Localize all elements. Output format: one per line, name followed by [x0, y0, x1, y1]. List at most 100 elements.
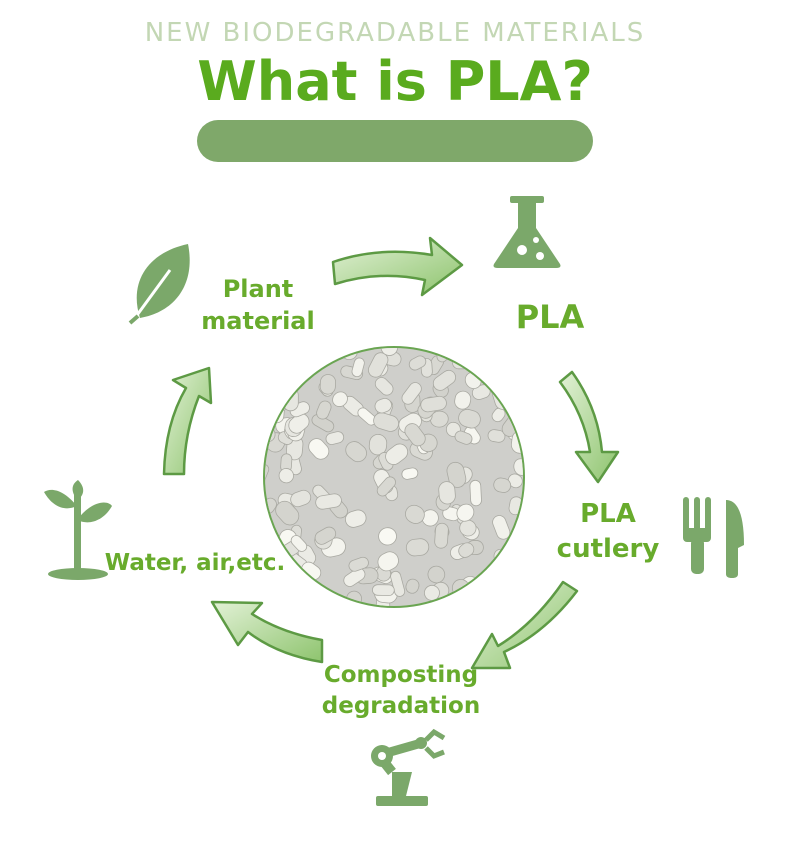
pellet	[376, 476, 396, 497]
pellet	[319, 374, 337, 395]
subtitle: NEW BIODEGRADABLE MATERIALS	[144, 18, 646, 48]
pellet	[510, 572, 523, 590]
pellet	[290, 535, 308, 552]
label-cutlery-line2: cutlery	[556, 534, 660, 565]
pellet	[308, 438, 330, 460]
cutlery-icon	[683, 497, 744, 578]
pellet	[496, 589, 514, 606]
label-compost-line1: Composting	[323, 662, 479, 688]
pellet	[427, 565, 446, 584]
pellet	[401, 382, 422, 405]
pellet	[372, 584, 395, 596]
label-cutlery-line1: PLA	[580, 499, 636, 529]
pellet	[492, 363, 508, 383]
pellet	[405, 578, 420, 594]
pellet	[511, 384, 523, 399]
pellet	[377, 551, 399, 572]
pellet	[316, 400, 332, 420]
label-pla: PLA	[515, 298, 585, 336]
pellet	[332, 391, 348, 407]
pellet	[492, 367, 516, 385]
pellet	[459, 519, 477, 537]
pellet	[273, 367, 291, 381]
pellet	[374, 397, 392, 414]
pellet	[288, 413, 310, 434]
pellet	[373, 412, 399, 432]
pellet	[438, 481, 456, 505]
pellet	[405, 504, 425, 524]
pellet	[454, 390, 472, 410]
pellet	[348, 556, 369, 572]
pellet	[374, 377, 394, 396]
pellet	[446, 461, 467, 488]
pellet	[275, 500, 300, 526]
pellet	[368, 434, 388, 456]
pellet	[275, 356, 293, 370]
pellet	[278, 468, 294, 484]
arrow-cutlery-to-compost	[470, 580, 579, 670]
pellet	[401, 467, 419, 480]
label-compost-line2: degradation	[321, 693, 481, 720]
pellet	[513, 458, 523, 476]
label-plant-line1: Plant	[222, 275, 294, 303]
page-title: What is PLA?	[197, 50, 593, 113]
leaf-icon	[128, 244, 190, 325]
pellet	[458, 542, 475, 558]
pellet	[265, 392, 279, 411]
pellet	[430, 410, 449, 428]
title-underline-bar	[197, 120, 593, 162]
pellet	[281, 348, 299, 358]
sprout-icon	[44, 480, 112, 580]
pellet	[434, 522, 449, 549]
pellet	[477, 348, 495, 362]
pellet	[420, 395, 447, 413]
pellet	[436, 348, 455, 363]
pellet	[456, 503, 475, 522]
label-water-air: Water, air,etc.	[104, 550, 286, 576]
pellet	[273, 348, 294, 361]
pellet	[274, 580, 292, 599]
label-composting-degradation: Composting degradation	[308, 660, 494, 722]
pellet	[265, 463, 270, 484]
pellet	[314, 526, 337, 545]
pellet	[290, 489, 312, 508]
label-plant-material: Plant material	[188, 273, 328, 338]
pellet	[286, 348, 308, 360]
pellet	[265, 383, 276, 403]
arrow-plant-to-pla	[331, 236, 464, 297]
pellet	[325, 431, 345, 445]
pellet	[378, 527, 397, 546]
pellet	[507, 473, 523, 489]
pellet	[486, 585, 506, 605]
pellet	[404, 423, 426, 447]
pellet	[343, 567, 366, 587]
pellet	[277, 354, 303, 370]
pellet	[454, 430, 473, 445]
pellet	[458, 408, 481, 429]
pellet	[432, 369, 457, 391]
pellet	[511, 354, 523, 380]
pellet	[351, 357, 365, 378]
pellet	[475, 587, 493, 606]
pellet	[345, 441, 367, 463]
pellet	[492, 515, 511, 540]
pellet	[380, 348, 398, 356]
pellet	[487, 429, 506, 443]
flask-icon	[493, 196, 561, 268]
pellet	[345, 509, 367, 528]
arrow-pla-to-cutlery	[558, 370, 620, 484]
pellet	[385, 443, 409, 465]
pellet	[405, 538, 430, 557]
arrow-water-to-plant	[162, 366, 213, 476]
label-pla-cutlery: PLA cutlery	[548, 497, 668, 567]
pellet	[493, 477, 512, 493]
pellet	[408, 355, 427, 371]
pellet	[506, 544, 523, 568]
pellet	[315, 493, 342, 510]
arrow-compost-to-water	[210, 600, 324, 664]
pellet	[469, 479, 482, 507]
label-plant-line2: material	[201, 307, 315, 336]
robot-arm-icon	[371, 728, 446, 806]
pellet	[276, 377, 293, 399]
